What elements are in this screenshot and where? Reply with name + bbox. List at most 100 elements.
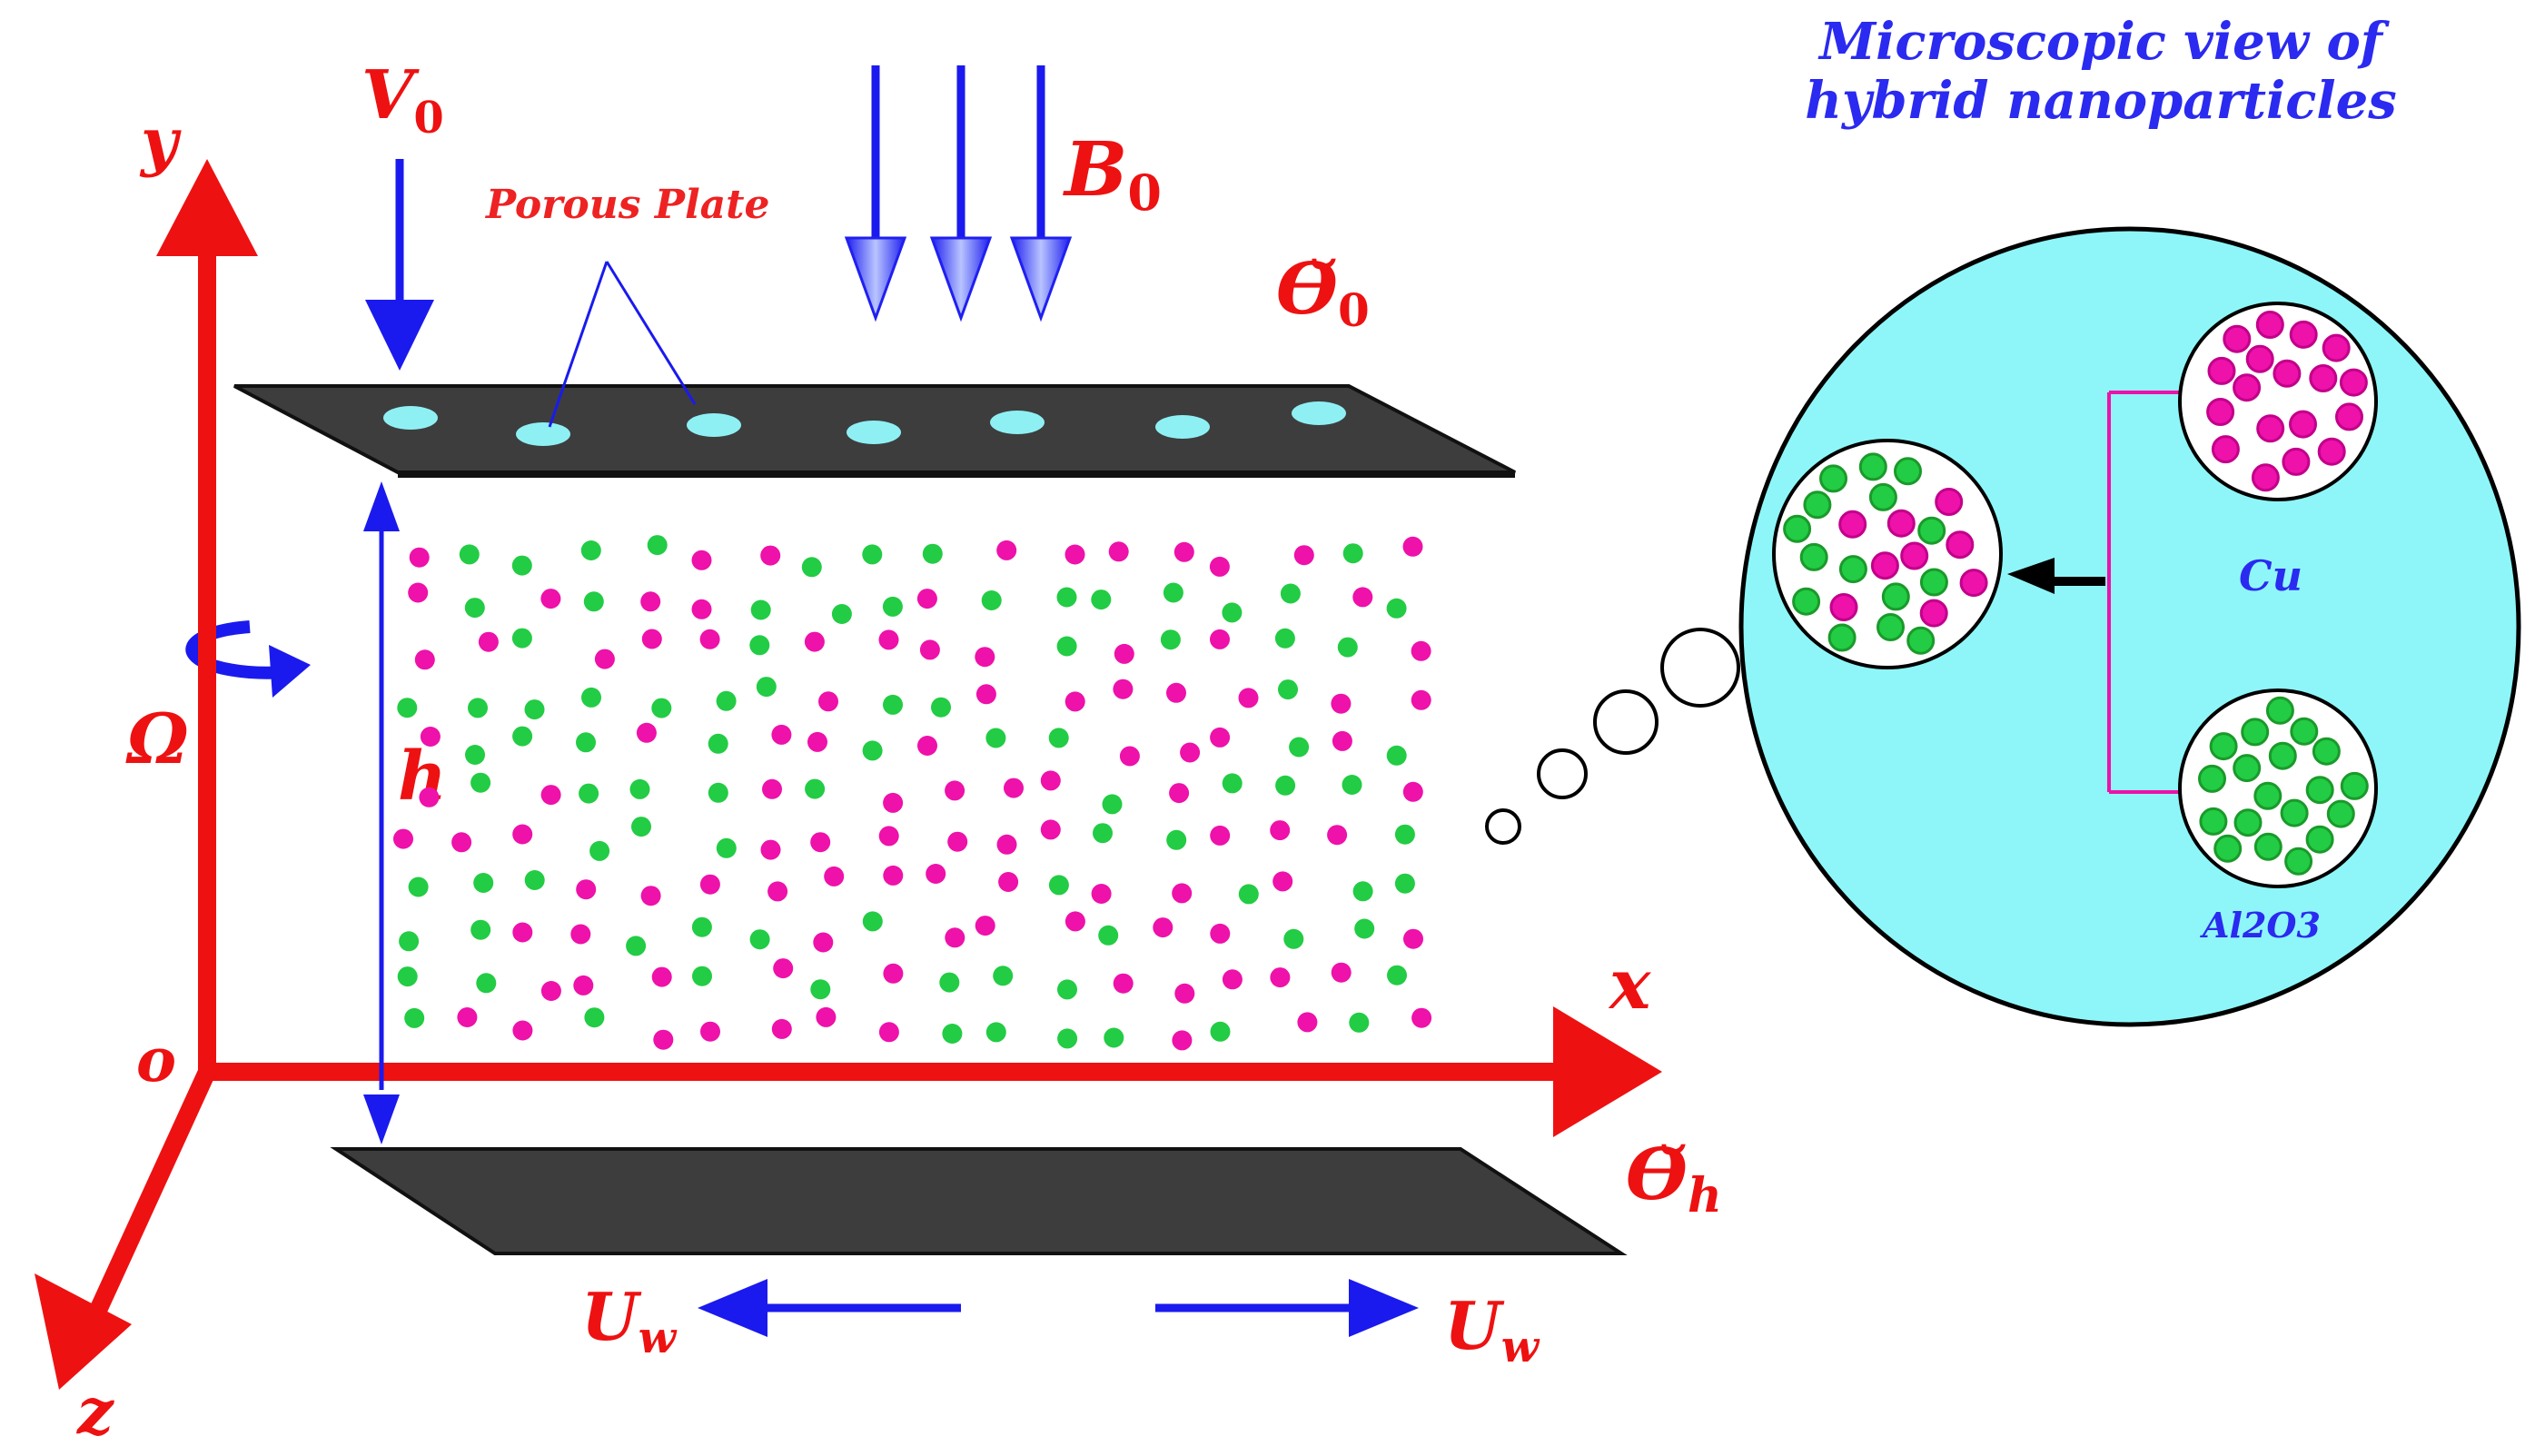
al2o3-nanoparticle bbox=[473, 873, 494, 893]
al2o3-nanoparticle bbox=[397, 698, 418, 718]
cu-nanoparticle bbox=[816, 1006, 837, 1027]
microscopic-view-inset bbox=[1738, 226, 2521, 1027]
al2o3-nanoparticle bbox=[1868, 482, 1897, 511]
al2o3-nanoparticle bbox=[1387, 965, 1407, 986]
al2o3-nanoparticle bbox=[1238, 884, 1259, 905]
cu-nanoparticle bbox=[1900, 541, 1929, 570]
al2o3-nanoparticle bbox=[1827, 623, 1857, 652]
al2o3-nanoparticle bbox=[1906, 626, 1936, 655]
cu-nanoparticle bbox=[1065, 691, 1085, 712]
cu-nanoparticle bbox=[1238, 688, 1259, 708]
cu-nanoparticle bbox=[998, 872, 1019, 892]
cu-nanoparticle bbox=[1113, 678, 1134, 699]
al2o3-nanoparticle bbox=[2268, 741, 2297, 770]
cu-nanoparticle bbox=[818, 691, 838, 712]
cu-nanoparticle bbox=[804, 631, 825, 652]
al2o3-nanoparticle bbox=[1222, 773, 1243, 794]
cu-nanoparticle bbox=[594, 649, 615, 669]
cu-nanoparticle bbox=[1004, 778, 1024, 798]
cu-nanoparticle bbox=[1886, 509, 1916, 538]
cu-nanoparticle bbox=[512, 922, 533, 943]
cu-nanoparticle bbox=[1870, 551, 1899, 580]
cu-nanoparticle bbox=[773, 958, 794, 979]
thought-bubbles bbox=[1485, 628, 1740, 845]
al2o3-nanoparticle bbox=[882, 596, 903, 617]
cu-nanoparticle bbox=[700, 1021, 720, 1042]
cu-nanoparticle bbox=[883, 792, 904, 813]
cu-nanoparticle bbox=[2251, 463, 2280, 492]
cu-nanoparticle bbox=[691, 599, 712, 619]
cu-nanoparticle bbox=[512, 824, 533, 845]
cu-nanoparticle bbox=[1946, 530, 1975, 560]
pore bbox=[1155, 415, 1210, 439]
al2o3-nanoparticle bbox=[1352, 881, 1373, 902]
al2o3-nanoparticle bbox=[862, 544, 883, 565]
b0-label: B0 bbox=[1063, 126, 1162, 222]
al2o3-nanoparticle bbox=[1342, 775, 1362, 795]
connector-bracket bbox=[2107, 391, 2182, 794]
al2o3-nanoparticle bbox=[985, 728, 1006, 748]
al2o3-nanoparticle bbox=[708, 733, 728, 754]
mixing-arrow bbox=[2007, 558, 2105, 594]
cu-nanoparticle bbox=[1180, 742, 1201, 763]
al2o3-nanoparticle bbox=[931, 697, 951, 718]
cu-nanoparticle bbox=[1959, 569, 1988, 598]
al2o3-nanoparticle bbox=[397, 966, 418, 987]
cu-nanoparticle bbox=[878, 629, 899, 650]
al2o3-nanoparticle bbox=[2290, 717, 2319, 746]
pore bbox=[847, 421, 901, 444]
v0-suction-arrow bbox=[365, 159, 434, 371]
al2o3-nanoparticle bbox=[1876, 613, 1905, 641]
cu-nanoparticle bbox=[512, 1020, 533, 1041]
al2o3-nanoparticle bbox=[1283, 928, 1304, 949]
cu-nanoparticle bbox=[691, 550, 712, 570]
cu-nanoparticle bbox=[699, 629, 720, 649]
cu-nanoparticle bbox=[419, 787, 440, 807]
cu-nanoparticle bbox=[2339, 368, 2368, 397]
cu-nanoparticle bbox=[651, 966, 672, 987]
al2o3-nanoparticle bbox=[1280, 583, 1301, 604]
cu-nanoparticle bbox=[878, 1022, 899, 1043]
al2o3-nanoparticle bbox=[465, 745, 485, 765]
al2o3-nanoparticle bbox=[404, 1007, 425, 1028]
cu-nanoparticle bbox=[1040, 819, 1061, 840]
cu-nanoparticle bbox=[653, 1029, 674, 1050]
x-axis-arrowhead bbox=[1553, 1006, 1662, 1137]
al2o3-nanoparticle bbox=[579, 783, 599, 804]
al2o3-nanoparticle bbox=[589, 840, 610, 861]
al2o3-nanoparticle bbox=[749, 929, 770, 950]
cu-nanoparticle bbox=[1919, 599, 1948, 628]
al2o3-nanoparticle bbox=[2213, 834, 2243, 863]
cu-nanoparticle bbox=[916, 589, 937, 609]
al2o3-nanoparticle bbox=[1337, 637, 1358, 658]
cu-nanoparticle bbox=[2255, 311, 2284, 339]
cu-nanoparticle bbox=[540, 981, 561, 1001]
al2o3-nanoparticle bbox=[1858, 452, 1887, 481]
al2o3-nanoparticle bbox=[464, 598, 485, 619]
origin-label: o bbox=[136, 1025, 176, 1095]
magnetic-field-arrows bbox=[844, 65, 1073, 322]
cu-nanoparticle bbox=[1172, 883, 1193, 904]
al2o3-nanoparticle bbox=[584, 1007, 605, 1028]
pore bbox=[383, 406, 438, 430]
cu-nanoparticle bbox=[573, 975, 594, 995]
cu-nanoparticle bbox=[2289, 320, 2318, 349]
al2o3-nanoparticle bbox=[1166, 829, 1187, 850]
al2o3-nanoparticle bbox=[476, 973, 497, 994]
cu-nanoparticle bbox=[760, 839, 781, 860]
cu-nanoparticle bbox=[457, 1007, 478, 1027]
al2o3-nanoparticle bbox=[1799, 542, 1828, 571]
cu-nanoparticle bbox=[408, 582, 429, 603]
al2o3-nanoparticle bbox=[1386, 745, 1407, 766]
cu-nanoparticle bbox=[2207, 356, 2236, 385]
cu-nanoparticle bbox=[478, 631, 499, 652]
al2o3-nanoparticle bbox=[2284, 847, 2313, 876]
al2o3-nanoparticle bbox=[750, 599, 771, 620]
al2o3-nanoparticle bbox=[1394, 824, 1415, 845]
cu-nanoparticle bbox=[1114, 643, 1134, 664]
cu-nanoparticle bbox=[1838, 510, 1867, 539]
al2o3-nanoparticle bbox=[647, 535, 668, 556]
al2o3-nanoparticle bbox=[2280, 798, 2309, 827]
al2o3-nanoparticle bbox=[1289, 737, 1310, 758]
y-axis-label: y bbox=[139, 104, 182, 179]
